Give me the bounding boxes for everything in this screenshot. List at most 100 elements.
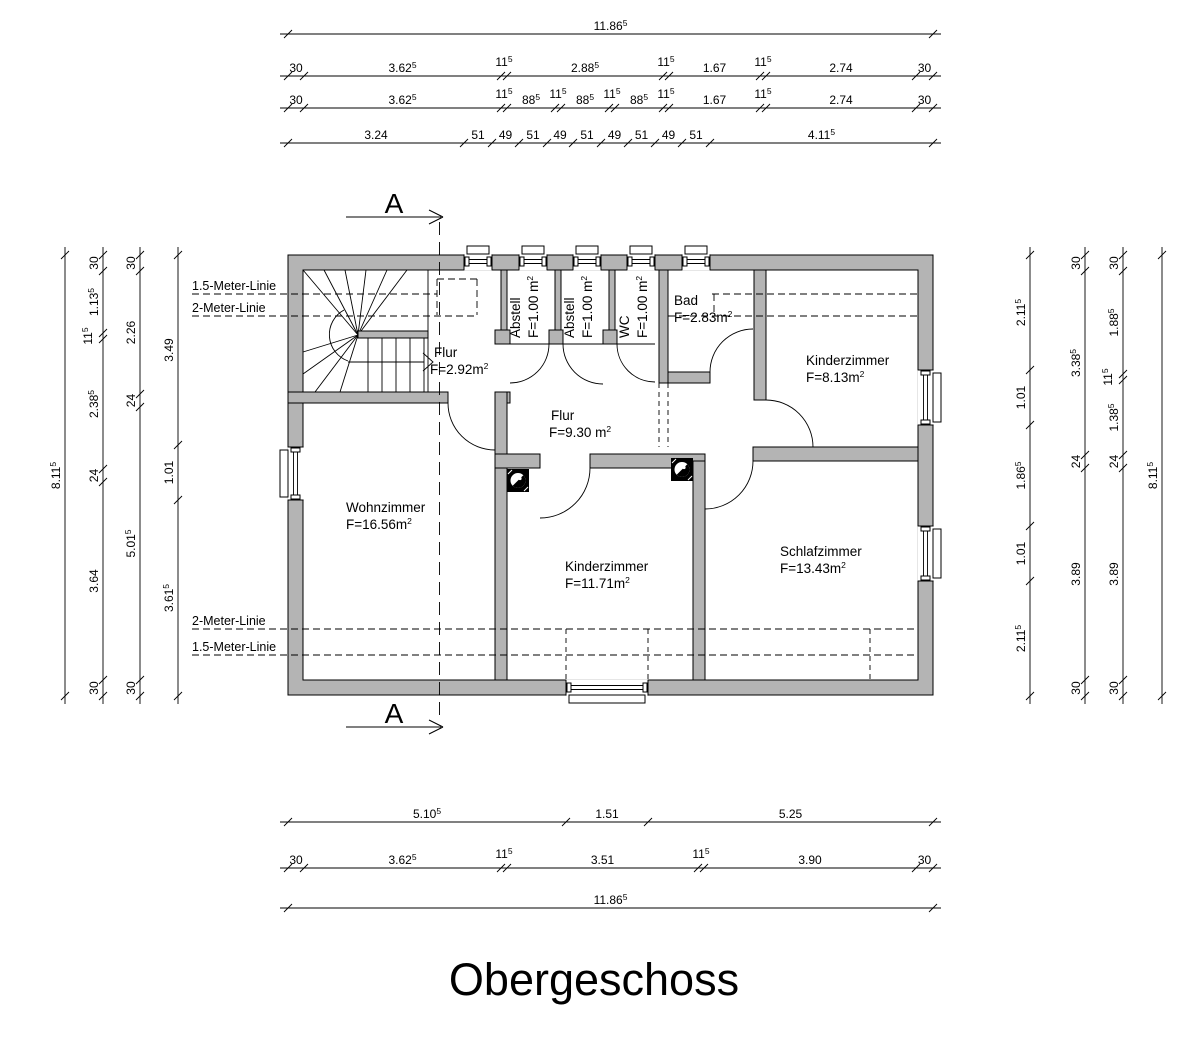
dimension-label: 30	[1069, 681, 1083, 695]
door-abstell-1	[509, 343, 550, 384]
section-markers: A A	[346, 188, 444, 735]
dimension-label: 3.24	[364, 128, 388, 142]
dimension-label: 1.135	[86, 288, 101, 316]
dimension-label: 30	[124, 681, 138, 695]
chimney-symbols	[507, 458, 693, 492]
dimension-label: 2.385	[86, 390, 101, 418]
dimension-chains: 11.865 30 3.625 115 2.885 115 1.67 115 2.74 30 30 3…	[48, 18, 1167, 913]
windows	[279, 245, 942, 704]
dimension-label: 3.89	[1107, 562, 1121, 586]
door-abstell-2	[562, 343, 604, 385]
dimension-label: 3.49	[162, 338, 176, 362]
exterior-walls	[287, 254, 934, 696]
room-area-schlafzimmer: F=13.43m2	[780, 560, 846, 576]
chimney-icon	[671, 458, 693, 481]
dimension-chain: 3.491.013.615	[161, 247, 183, 704]
staircase	[302, 269, 434, 393]
dimension-label: 30	[124, 256, 138, 270]
dimension-label: 1.67	[703, 61, 727, 75]
section-arrow-top	[428, 209, 444, 225]
dimension-label: 49	[662, 128, 676, 142]
dimension-label: 49	[553, 128, 567, 142]
dimension-label: 885	[522, 92, 540, 107]
dimension-label: 115	[495, 54, 512, 69]
dimension-chain: 8.115	[48, 247, 70, 704]
room-area-kinderzimmer-klein: F=8.13m2	[806, 369, 865, 385]
window-symbol	[917, 369, 942, 426]
dimension-label: 49	[608, 128, 622, 142]
meter-line-label: 1.5-Meter-Linie	[192, 279, 276, 293]
door-wohnzimmer	[447, 402, 496, 451]
room-area-wohnzimmer: F=16.56m2	[346, 516, 412, 532]
dimension-label: 1.385	[1106, 403, 1121, 431]
dimension-label: 3.625	[388, 92, 416, 107]
dimension-label: 115	[495, 86, 512, 101]
window-symbol	[565, 679, 649, 704]
room-area-bad: F=2.83m2	[674, 309, 733, 325]
dimension-label: 8.115	[48, 462, 63, 489]
dimension-label: 885	[630, 92, 648, 107]
dimension-label: 3.385	[1068, 349, 1083, 377]
dimension-label: 51	[635, 128, 649, 142]
dimension-label: 24	[1069, 455, 1083, 469]
window-symbol	[463, 245, 493, 271]
room-labels: Flur F=2.92m2 Abstell F=1.00 m2 Abstell …	[346, 276, 890, 591]
dimension-chain: 11.865	[280, 18, 941, 39]
room-name-abstell-2: Abstell	[562, 297, 577, 338]
room-area-wc: F=1.00 m2	[634, 276, 650, 338]
dimension-label: 115	[549, 86, 566, 101]
dimension-label: 2.74	[829, 61, 853, 75]
dimension-label: 30	[289, 853, 303, 867]
door-wc	[616, 343, 656, 383]
dimension-label: 30	[918, 853, 932, 867]
dimension-label: 30	[918, 93, 932, 107]
dimension-label: 115	[754, 54, 771, 69]
dimension-label: 5.015	[123, 529, 138, 557]
dimension-label: 115	[1100, 368, 1115, 385]
dimension-label: 2.74	[829, 93, 853, 107]
room-name-bad: Bad	[674, 293, 698, 308]
dimension-label: 115	[754, 86, 771, 101]
dimension-label: 5.25	[779, 807, 803, 821]
dimension-label: 3.90	[798, 853, 822, 867]
window-symbol	[917, 525, 942, 582]
dimension-label: 1.01	[1014, 541, 1028, 565]
dimension-label: 11.865	[594, 892, 628, 907]
dimension-label: 3.625	[388, 60, 416, 75]
dimension-label: 3.51	[591, 853, 615, 867]
room-name-abstell-1: Abstell	[508, 297, 523, 338]
door-schlafzimmer	[704, 460, 754, 510]
dimension-label: 885	[576, 92, 594, 107]
dimension-label: 1.67	[703, 93, 727, 107]
dimension-label: 11.865	[594, 18, 628, 33]
door-bad	[709, 328, 754, 373]
room-name-wc: WC	[617, 315, 632, 338]
room-name-flur: Flur	[551, 408, 575, 423]
door-kinderzimmer-gross	[539, 467, 591, 519]
doors	[447, 328, 814, 519]
dimension-label: 2.885	[571, 60, 599, 75]
room-area-flur-treppe: F=2.92m2	[430, 361, 489, 377]
dimension-label: 1.51	[595, 807, 619, 821]
interior-walls	[287, 269, 919, 681]
dimension-label: 3.89	[1069, 562, 1083, 586]
dimension-chain: 11.865	[280, 892, 941, 913]
dimension-label: 51	[471, 128, 485, 142]
dimension-label: 1.865	[1013, 461, 1028, 489]
room-name-wohnzimmer: Wohnzimmer	[346, 500, 426, 515]
dimension-label: 4.115	[808, 127, 835, 142]
window-symbol	[572, 245, 602, 271]
page-title: Obergeschoss	[449, 954, 739, 1005]
dimension-label: 1.01	[162, 460, 176, 484]
dimension-label: 115	[657, 86, 674, 101]
dashed-lines	[192, 222, 918, 722]
dimension-label: 3.64	[87, 569, 101, 593]
